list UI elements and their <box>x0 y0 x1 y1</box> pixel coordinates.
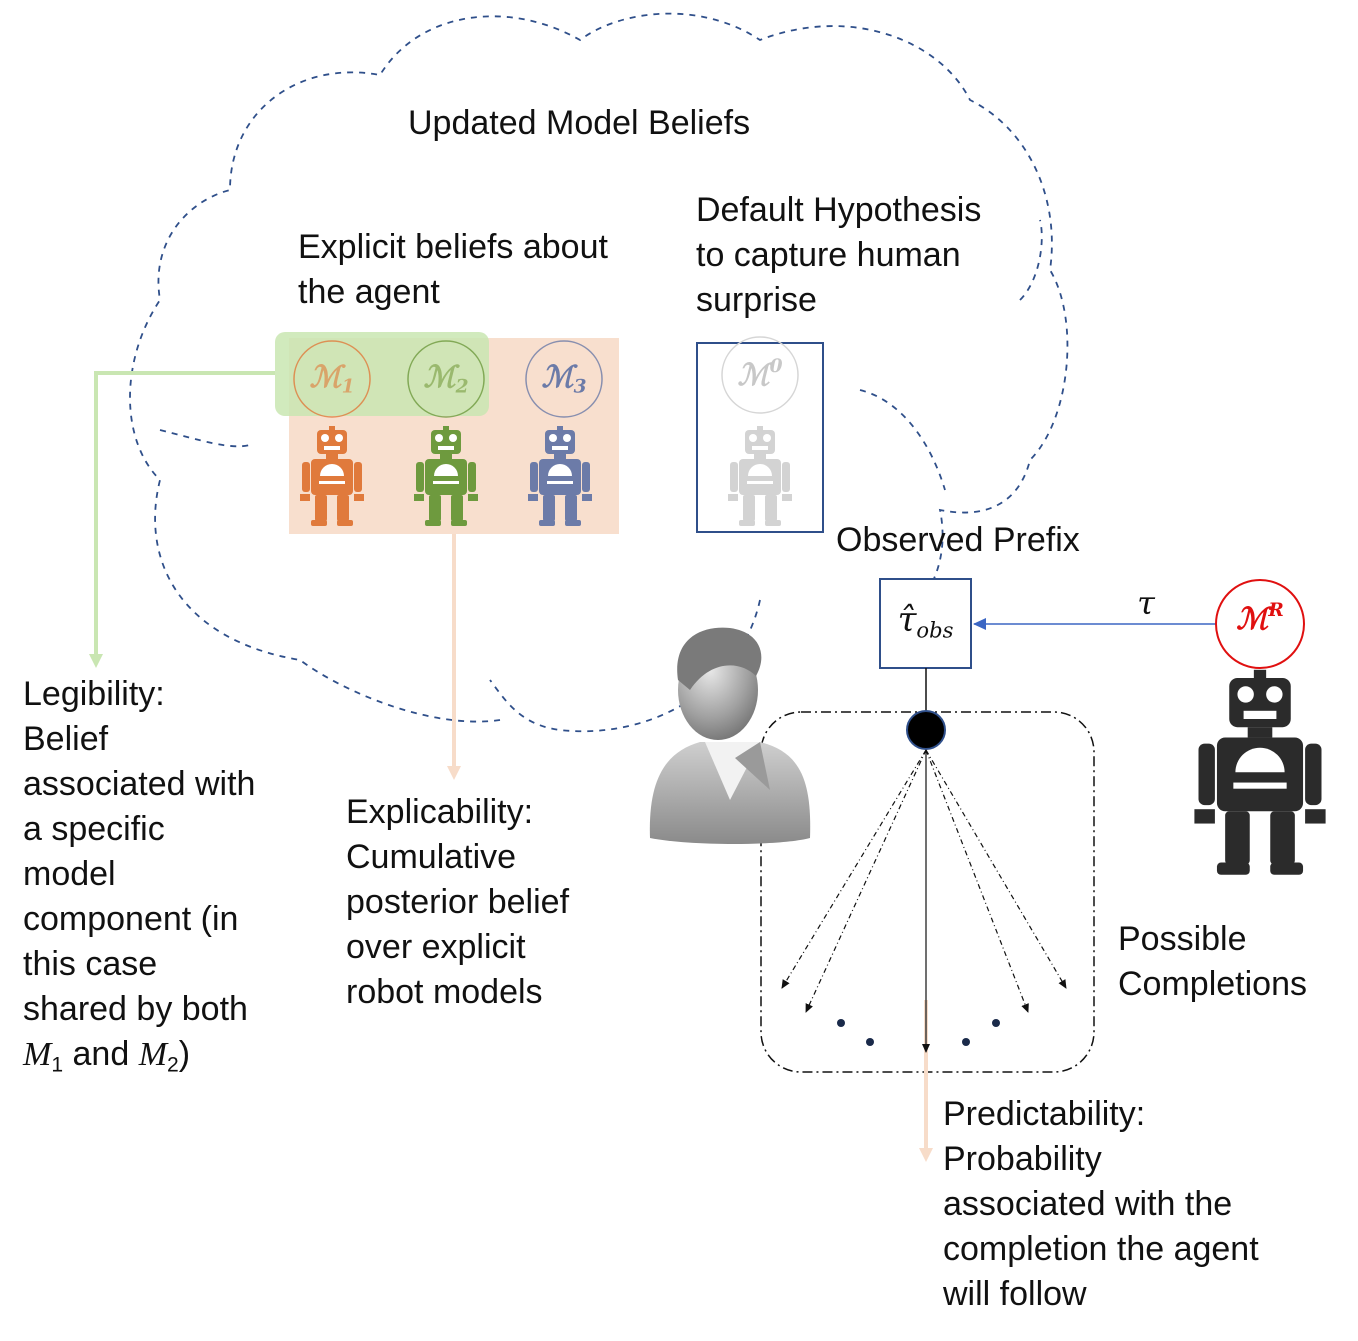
belief-cloud-inner-arc <box>1019 219 1043 301</box>
explicit-beliefs-label: Explicit beliefs about the agent <box>298 228 608 311</box>
ellipsis-dot <box>962 1038 970 1046</box>
completion-arrow <box>805 749 927 1013</box>
belief-cloud-inner-arc <box>859 389 946 491</box>
legibility-connector <box>94 371 275 656</box>
predictability-arrowhead <box>919 1148 933 1162</box>
belief-cloud-outline <box>129 12 1069 723</box>
default-hypothesis-label: Default Hypothesis to capture human surp… <box>696 191 982 319</box>
actual-robot-icon <box>1194 669 1326 875</box>
predictability-label: Predictability: Probability associated w… <box>943 1095 1259 1313</box>
completion-arrow <box>925 749 1067 989</box>
observed-prefix-symbol: τ̂obs <box>897 600 954 643</box>
trajectory-symbol: τ <box>1137 584 1155 622</box>
current-state-node <box>906 710 946 750</box>
observed-prefix-label: Observed Prefix <box>836 521 1080 559</box>
model-2-symbol: ℳ2 <box>423 360 469 398</box>
default-model-circle <box>721 336 799 414</box>
model-3-symbol: ℳ3 <box>541 360 587 398</box>
legibility-region <box>275 332 489 416</box>
belief-cloud-inner-arc <box>159 429 251 448</box>
possible-completions-label: Possible Completions <box>1118 920 1307 1003</box>
robot-model-symbol: ℳR <box>1236 600 1284 638</box>
model-3-circle <box>525 340 603 418</box>
explicability-label: Explicability: Cumulative posterior beli… <box>346 793 570 1011</box>
robot-model-circle <box>1215 579 1305 669</box>
ellipsis-dot <box>866 1038 874 1046</box>
model-1-symbol: ℳ1 <box>309 360 355 398</box>
completion-arrow <box>781 749 927 989</box>
default-robot-icon <box>728 426 792 526</box>
model-2-circle <box>407 340 485 418</box>
model-1-circle <box>293 340 371 418</box>
observed-prefix-box <box>879 578 972 669</box>
legibility-arrowhead <box>89 654 103 668</box>
ellipsis-dot <box>837 1019 845 1027</box>
completion-arrow <box>925 749 1029 1013</box>
default-model-symbol: ℳ0 <box>737 356 783 394</box>
cloud-title: Updated Model Beliefs <box>408 104 751 142</box>
human-observer-icon <box>649 627 811 844</box>
ellipsis-dot <box>992 1019 1000 1027</box>
default-hypothesis-box <box>696 342 824 533</box>
explicability-arrowhead <box>447 766 461 780</box>
legibility-label: Legibility: Belief associated with a spe… <box>23 675 256 1077</box>
